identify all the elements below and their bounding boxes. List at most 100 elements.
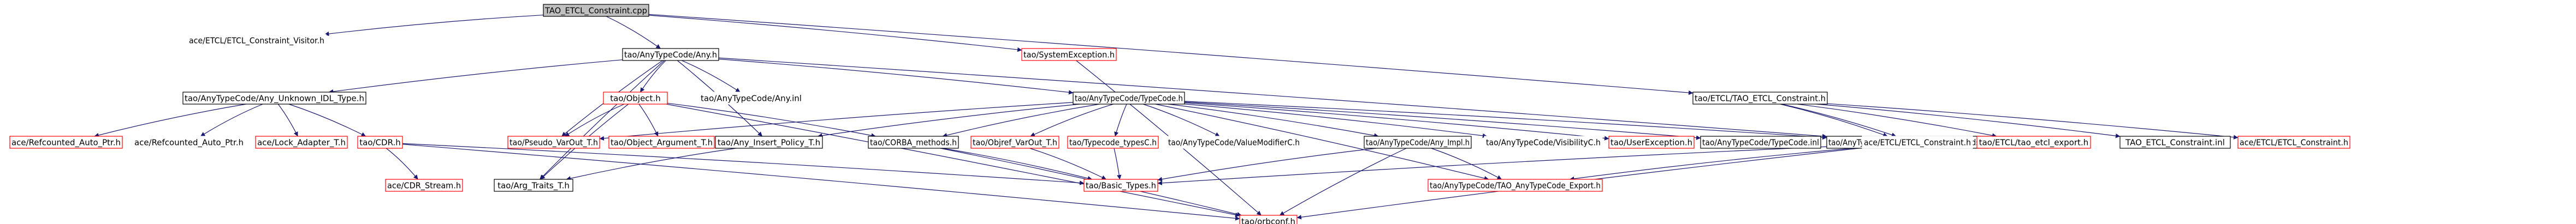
node-tao-basic-types-h[interactable]: tao/Basic_Types.h	[1083, 179, 1158, 192]
edge-n4-to-n27	[1797, 104, 1997, 138]
edge-n6-to-n13	[564, 104, 625, 137]
edge-n19-to-n31	[1114, 148, 1122, 180]
node-label: tao/AnyTypeCode/TAO_AnyTypeCode_Export.h	[1430, 181, 1601, 191]
node-label: tao/AnyTypeCode/Any_Impl.h	[1366, 138, 1470, 148]
edge-n8-to-n20	[1142, 104, 1220, 137]
node-tao-anytypecode-tao-anytypecode-export-h[interactable]: tao/AnyTypeCode/TAO_AnyTypeCode_Export.h	[1428, 179, 1603, 192]
node-label: tao/Objref_VarOut_T.h	[973, 138, 1057, 148]
edge-n2-to-n6	[639, 60, 666, 93]
node-box	[1166, 136, 1302, 149]
node-box	[1083, 179, 1158, 192]
node-tao-anytypecode-any-unknown-idl-type-h[interactable]: tao/AnyTypeCode/Any_Unknown_IDL_Type.h	[182, 92, 366, 105]
edge-n8-to-n22	[1184, 104, 1488, 138]
node-tao-arg-traits-t-h[interactable]: tao/Arg_Traits_T.h	[494, 179, 573, 192]
node-tao-objref-varout-t-h[interactable]: tao/Objref_VarOut_T.h	[970, 136, 1059, 149]
edge-n0-to-n1	[324, 14, 544, 37]
edge-n0-to-n3	[648, 15, 1022, 52]
edge-n4-to-n25	[1780, 104, 1888, 137]
node-label: tao/AnyTypeCode/TypeCode.inl	[1702, 138, 1819, 148]
edge-n0-to-n2	[606, 16, 661, 49]
edge-n2-to-n25	[718, 57, 1827, 139]
edge-n5-to-n9	[94, 104, 246, 138]
node-label: TAO_ETCL_Constraint.inl	[2125, 138, 2225, 148]
edge-n8-to-n13	[599, 102, 1074, 141]
edge-n21-to-n31	[1157, 148, 1377, 181]
edge-n8-to-n24	[1184, 101, 1701, 140]
node-label: tao/Any_Insert_Policy_T.h	[718, 138, 820, 148]
edge-n8-to-n18	[1030, 104, 1114, 137]
edge-n4-to-n26	[1781, 104, 1897, 137]
node-label: ace/ETCL/ETCL_Constraint.h	[1864, 138, 1971, 148]
node-tao-etcl-tao-etcl-constraint-h[interactable]: tao/ETCL/TAO_ETCL_Constraint.h	[1692, 92, 1828, 105]
node-ace-etcl-etcl-constraint-h[interactable]: ace/ETCL/ETCL_Constraint.h	[2237, 136, 2350, 149]
node-tao-pseudo-varout-t-h[interactable]: tao/Pseudo_VarOut_T.h	[507, 136, 600, 149]
node-tao-anytypecode-any-h[interactable]: tao/AnyTypeCode/Any.h	[622, 48, 719, 61]
node-tao-etcl-constraint-cpp[interactable]: TAO_ETCL_Constraint.cpp	[543, 4, 649, 17]
edge-n12-to-n30	[386, 148, 418, 180]
node-label: tao/UserException.h	[1610, 138, 1692, 148]
edge-n8-to-n17	[942, 104, 1100, 138]
node-box	[385, 179, 463, 192]
node-tao-anytypecode-visibilityc-h: tao/AnyTypeCode/VisibilityC.h	[1484, 136, 1603, 149]
node-box	[1021, 48, 1117, 61]
node-tao-etcl-constraint-inl[interactable]: TAO_ETCL_Constraint.inl	[2119, 136, 2231, 149]
node-label: tao/AnyTypeCode/Any.h	[624, 50, 717, 60]
node-tao-any-insert-policy-t-h[interactable]: tao/Any_Insert_Policy_T.h	[715, 136, 823, 149]
node-label: tao/Object_Argument_T.h	[611, 138, 713, 148]
node-ace-refcounted-auto-ptr-h: ace/Refcounted_Auto_Ptr.h	[132, 136, 246, 149]
node-tao-anytypecode-typecode-h[interactable]: tao/AnyTypeCode/TypeCode.h	[1073, 92, 1185, 105]
edge-n4-to-n28	[1816, 104, 2121, 138]
node-label: tao/Pseudo_VarOut_T.h	[510, 138, 598, 148]
edge-n6-to-n33	[666, 104, 1240, 217]
node-label: tao/Basic_Types.h	[1086, 181, 1156, 191]
edge-n21-to-n33	[1279, 148, 1407, 216]
edge-n18-to-n31	[1029, 148, 1106, 180]
edge-n16-to-n15	[566, 148, 737, 181]
node-box	[2119, 136, 2231, 149]
node-tao-typecode-typesc-h[interactable]: tao/Typecode_typesC.h	[1067, 136, 1159, 149]
node-ace-refcounted-auto-ptr-h[interactable]: ace/Refcounted_Auto_Ptr.h	[9, 136, 123, 149]
dependency-edges	[94, 14, 2239, 221]
node-label: tao/CDR.h	[359, 138, 401, 148]
node-label: tao/SystemException.h	[1023, 50, 1115, 60]
file-nodes: TAO_ETCL_Constraint.cpp ace/ETCL/ETCL_Con…	[9, 4, 2350, 224]
node-tao-etcl-tao-etcl-export-h[interactable]: tao/ETCL/tao_etcl_export.h	[1976, 136, 2091, 149]
edge-n8-to-n21	[1168, 104, 1379, 138]
node-tao-anytypecode-valuemodifierc-h: tao/AnyTypeCode/ValueModifierC.h	[1166, 136, 1302, 149]
node-box	[2237, 136, 2350, 149]
node-box	[622, 48, 719, 61]
node-label: tao/orbconf.h	[1241, 217, 1295, 224]
node-tao-object-argument-t-h[interactable]: tao/Object_Argument_T.h	[608, 136, 715, 149]
node-label: ace/Refcounted_Auto_Ptr.h	[134, 138, 244, 148]
node-tao-userexception-h[interactable]: tao/UserException.h	[1608, 136, 1695, 149]
node-label: tao/Typecode_typesC.h	[1069, 138, 1157, 148]
edge-n2-to-n7	[682, 60, 741, 93]
node-label: tao/CORBA_methods.h	[870, 138, 957, 148]
node-label: tao/Object.h	[610, 94, 660, 104]
node-box	[608, 136, 715, 149]
edge-n4-to-n29	[1827, 103, 2239, 140]
node-label: tao/ETCL/tao_etcl_export.h	[1979, 138, 2089, 148]
node-box	[698, 92, 804, 105]
node-box	[1073, 92, 1185, 105]
edge-n8-to-n23	[1184, 102, 1609, 141]
edge-n5-to-n10	[200, 104, 263, 137]
node-tao-cdr-h[interactable]: tao/CDR.h	[357, 136, 403, 149]
node-label: tao/AnyTypeCode/ValueModifierC.h	[1168, 138, 1300, 148]
node-tao-anytypecode-typecode-inl[interactable]: tao/AnyTypeCode/TypeCode.inl	[1700, 136, 1821, 149]
node-box	[715, 136, 823, 149]
node-label: ace/ETCL/ETCL_Constraint.h	[2240, 138, 2348, 148]
node-tao-corba-methods-h[interactable]: tao/CORBA_methods.h	[868, 136, 959, 149]
node-ace-cdr-stream-h[interactable]: ace/CDR_Stream.h	[385, 179, 463, 192]
node-ace-lock-adapter-t-h[interactable]: ace/Lock_Adapter_T.h	[255, 136, 348, 149]
node-box	[1976, 136, 2091, 149]
node-tao-orbconf-h[interactable]: tao/orbconf.h	[1239, 215, 1298, 224]
edge-n8-to-n32	[1155, 104, 1489, 181]
node-label: tao/AnyTypeCode/Any_Unknown_IDL_Type.h	[185, 94, 364, 104]
node-tao-object-h[interactable]: tao/Object.h	[603, 92, 668, 105]
edge-n17-to-n31	[942, 148, 1092, 181]
node-tao-anytypecode-any-impl-h[interactable]: tao/AnyTypeCode/Any_Impl.h	[1364, 136, 1472, 149]
node-box	[132, 136, 246, 149]
edge-n12-to-n33	[402, 144, 1240, 221]
node-tao-systemexception-h[interactable]: tao/SystemException.h	[1021, 48, 1117, 61]
